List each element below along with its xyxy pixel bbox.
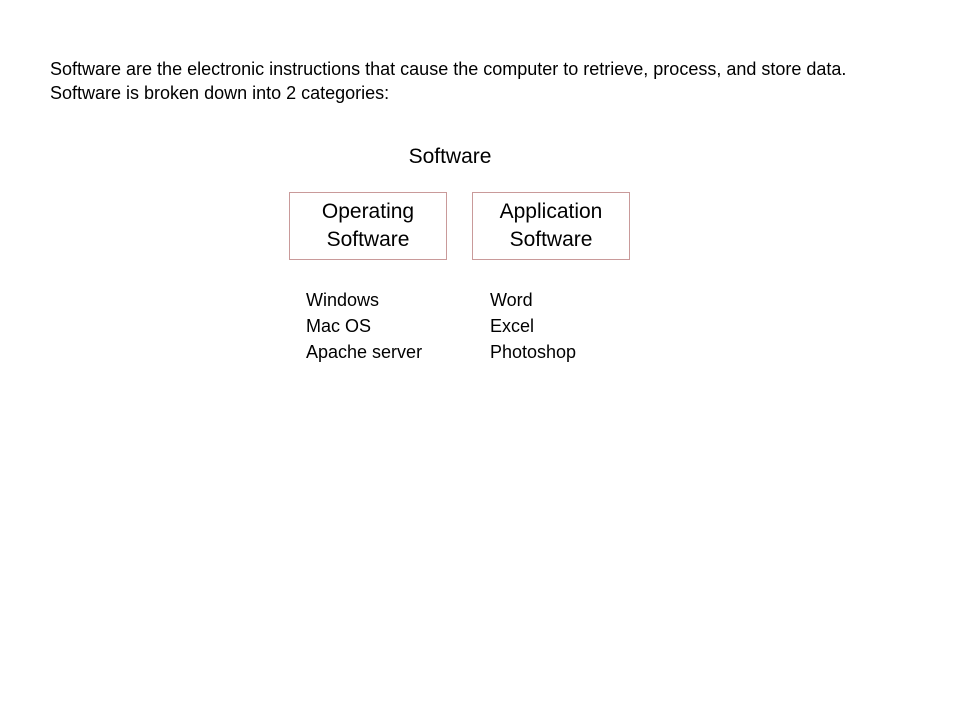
application-software-examples: Word Excel Photoshop [490,287,576,365]
operating-software-box: Operating Software [289,192,447,260]
example-item: Excel [490,316,535,336]
example-item: Photoshop [490,342,577,362]
example-item: Mac OS [306,316,372,336]
operating-software-label: Operating Software [321,200,415,251]
application-software-box: Application Software [472,192,630,260]
example-item: Windows [306,290,380,310]
application-software-label: Application Software [499,200,603,251]
operating-software-examples: Windows Mac OS Apache server [306,287,422,365]
diagram-title: Software [408,145,492,168]
example-item: Apache server [306,342,423,362]
example-item: Word [490,290,533,310]
intro-paragraph: Software are the electronic instructions… [50,59,847,103]
